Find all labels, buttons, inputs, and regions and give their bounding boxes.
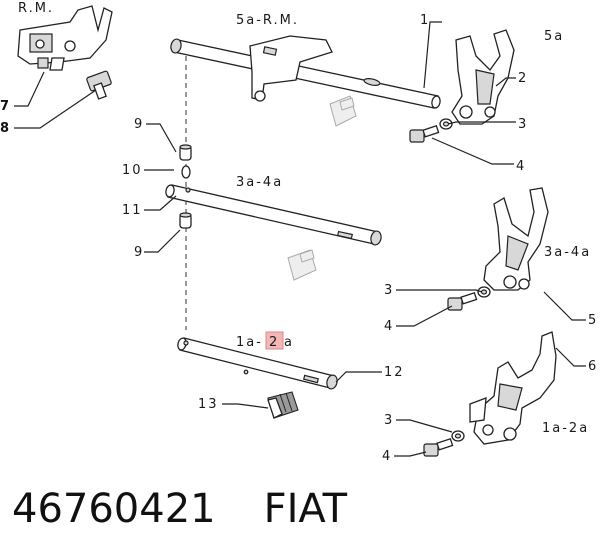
reverse-fork-bolt[interactable]	[86, 70, 112, 100]
brand-name: FIAT	[263, 486, 348, 532]
label-rod-1a-2a: 1a- 2 a	[236, 331, 294, 350]
label-rod-1a-2a-number: 2	[269, 335, 279, 350]
callout-9-upper: 9	[134, 117, 144, 132]
callout-6: 6	[588, 359, 598, 374]
label-rm-top: R.M.	[18, 1, 54, 16]
callout-12: 12	[384, 365, 405, 380]
shift-rod-5a-rm[interactable]	[170, 35, 442, 109]
highlight-box	[265, 331, 284, 350]
callout-2: 2	[518, 71, 528, 86]
bolt-top[interactable]	[409, 125, 440, 143]
callout-11: 11	[122, 203, 143, 218]
label-fork-rm: 5a-R.M.	[236, 13, 299, 28]
callout-13: 13	[198, 397, 219, 412]
shift-rod-3a-4a[interactable]	[165, 184, 383, 246]
reverse-fork-assembly[interactable]	[17, 5, 113, 71]
callout-1: 1	[420, 13, 430, 28]
shift-rod-1a-2a[interactable]	[177, 337, 339, 390]
callout-8: 8	[0, 121, 9, 136]
label-fork-1a-2a: 1a-2a	[542, 421, 589, 436]
detent-plunger-ghost-middle	[287, 249, 317, 281]
interlock-pin-lower[interactable]	[179, 212, 192, 229]
callout-10: 10	[122, 163, 143, 178]
label-rod-1a-2a-prefix: 1a-	[236, 335, 263, 350]
footer-caption: 46760421 FIAT	[12, 486, 347, 532]
bolt-bottom[interactable]	[423, 438, 454, 457]
interlock-ball[interactable]	[181, 165, 191, 179]
callout-5: 5	[588, 313, 598, 328]
callout-9-lower: 9	[134, 245, 144, 260]
callout-7: 7	[0, 99, 9, 114]
label-5a: 5a	[544, 29, 564, 44]
label-rod-1a-2a-suffix: a	[284, 335, 294, 350]
interlock-pin-upper[interactable]	[179, 144, 192, 161]
callout-4-middle: 4	[384, 319, 394, 334]
washer-middle[interactable]	[477, 286, 491, 298]
label-rod-3a-4a: 3a-4a	[236, 175, 283, 190]
callout-4-bottom: 4	[382, 449, 392, 464]
shift-fork-3a-4a[interactable]	[483, 187, 549, 291]
callout-3-middle: 3	[384, 283, 394, 298]
callout-3-bottom: 3	[384, 413, 394, 428]
detent-plunger[interactable]	[267, 391, 299, 419]
shift-fork-1a-2a[interactable]	[469, 331, 557, 445]
shift-fork-5a[interactable]	[451, 29, 515, 125]
washer-bottom[interactable]	[451, 430, 465, 442]
detent-plunger-ghost-top	[329, 95, 357, 127]
callout-4-top: 4	[516, 159, 526, 174]
callout-3-top: 3	[518, 117, 528, 132]
leader-lines	[14, 21, 586, 457]
label-fork-3a-4a: 3a-4a	[544, 245, 591, 260]
bolt-middle[interactable]	[447, 292, 478, 311]
part-number: 46760421	[12, 486, 216, 532]
washer-top[interactable]	[439, 118, 453, 130]
